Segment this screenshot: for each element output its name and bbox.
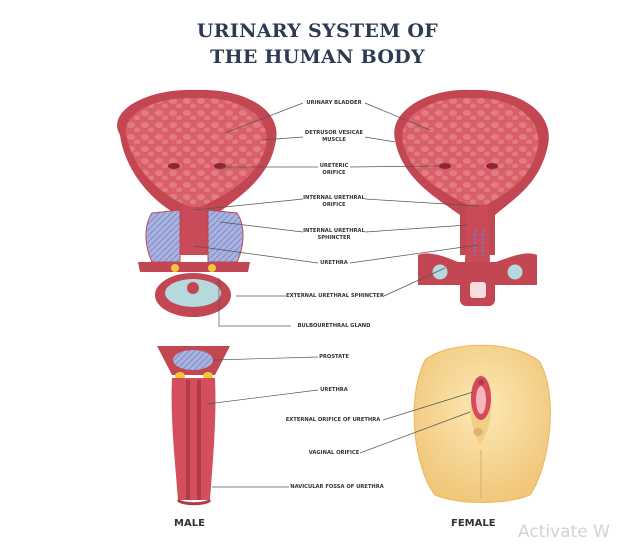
label-detrusor-1: DETRUSOR VESICAE	[304, 130, 364, 136]
label-external-sphincter: EXTERNAL URETHRAL SPHINCTER	[286, 293, 384, 299]
label-urinary-bladder: URINARY BLADDER	[306, 100, 362, 106]
label-vaginal-orifice: VAGINAL ORIFICE	[308, 450, 360, 456]
female-vulva	[413, 344, 551, 503]
male-bladder	[117, 89, 277, 317]
title-line-1: URINARY SYSTEM OF	[196, 20, 439, 42]
label-internal-orifice-1: INTERNAL URETHRAL	[303, 195, 365, 201]
label-internal-sphincter-1: INTERNAL URETHRAL	[303, 228, 365, 234]
title-line-2: THE HUMAN BODY	[210, 46, 425, 68]
male-urethra-section	[157, 346, 230, 506]
label-urethra-male: URETHRA	[320, 387, 348, 393]
leader-lines	[193, 102, 479, 488]
label-ureteric-1: URETERIC	[319, 163, 349, 169]
caption-male: MALE	[174, 518, 205, 529]
label-ureteric-2: ORIFICE	[322, 170, 346, 176]
label-bulbourethral-gland: BULBOURETHRAL GLAND	[297, 323, 371, 329]
label-prostate: PROSTATE	[319, 354, 349, 360]
label-internal-sphincter-2: SPHINCTER	[317, 235, 351, 241]
activate-windows-watermark: Activate W	[518, 522, 610, 542]
label-external-orifice: EXTERNAL ORIFICE OF URETHRA	[285, 417, 381, 423]
label-urethra: URETHRA	[320, 260, 348, 266]
label-detrusor-2: MUSCLE	[322, 137, 346, 143]
female-bladder	[394, 89, 549, 306]
caption-female: FEMALE	[451, 518, 496, 529]
label-navicular-fossa: NAVICULAR FOSSA OF URETHRA	[290, 484, 384, 490]
label-internal-orifice-2: ORIFICE	[322, 202, 346, 208]
